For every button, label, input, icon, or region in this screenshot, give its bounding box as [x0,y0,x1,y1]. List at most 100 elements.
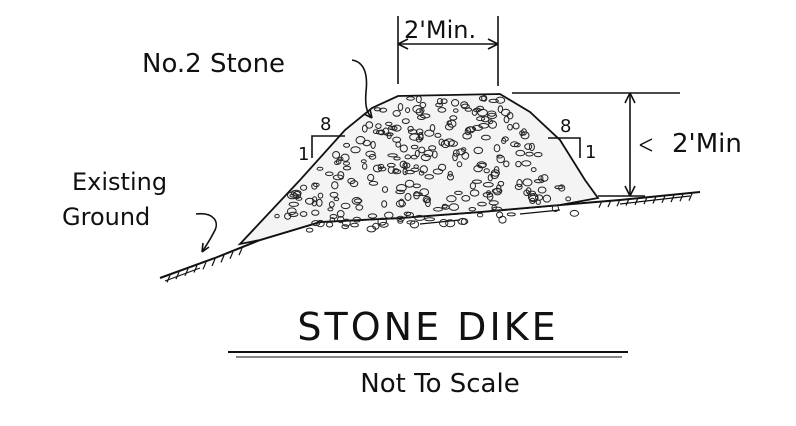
right-slope-run: 8 [560,116,571,137]
stone-mark [477,108,488,117]
stone-mark [387,153,398,158]
stone-mark [423,197,431,203]
stone-mark [410,154,418,160]
stone-mark [311,220,321,227]
stone-mark [340,202,351,210]
stone-mark [533,152,543,158]
left-slope-rise: 1 [298,144,309,165]
ground-hatch-mark [229,251,234,260]
stone-mark [377,166,387,172]
ground-hatch-mark [607,199,612,208]
stone-mark [401,118,410,124]
stone-mark [565,196,572,202]
stone-mark [362,163,368,170]
stone-mark [329,191,339,198]
stone-mark [316,198,323,207]
stone-mark [477,201,487,207]
stone-mark [486,112,498,120]
ground-hatch-mark [238,247,243,256]
top-width-label: 2'Min. [404,16,476,44]
stone-mark [316,166,324,171]
stone-mark [447,171,453,177]
stone-mark [392,124,402,132]
stone-mark [375,123,382,129]
stone-mark [337,216,345,224]
stone-mark [287,191,298,200]
stone-mark [390,125,398,131]
material-label: No.2 Stone [142,49,285,79]
stone-mark [378,129,386,136]
stone-mark [522,178,533,187]
ground-hatch-mark [193,265,198,273]
stone-mark [515,160,522,168]
stone-texture [274,95,580,233]
stone-mark [403,162,411,169]
stone-mark [274,213,280,219]
stone-mark [501,136,509,142]
height-label: 2'Min [672,129,742,159]
stone-mark [493,144,501,153]
stone-mark [558,184,566,192]
stone-mark [461,151,470,160]
right-slope-indicator [548,137,581,158]
stone-mark [496,184,502,193]
stone-mark [527,193,539,202]
stone-mark [439,219,449,228]
stone-mark [329,217,335,223]
stone-mark [488,98,499,104]
stone-mark [290,189,302,197]
stone-mark [424,129,435,137]
right-slope-rise: 1 [585,142,596,163]
stone-mark [404,154,412,160]
stone-mark [316,219,325,228]
stone-mark [535,199,541,205]
stone-mark [377,163,385,170]
stone-mark [423,149,434,158]
stone-mark [350,222,359,228]
stone-mark [530,167,537,173]
stone-mark [447,140,458,147]
stone-mark [384,211,394,219]
stone-mark [328,201,335,208]
stone-mark [476,212,484,218]
stone-mark [434,132,442,138]
stone-mark [379,107,388,113]
ground-hatch-mark [670,194,675,203]
stone-mark [478,95,487,102]
stone-mark [403,211,412,217]
drawing-subtitle: Not To Scale [360,369,519,399]
stone-mark [355,136,366,145]
stone-mark [472,179,482,184]
stone-mark [471,108,478,116]
stone-mark [495,96,506,104]
stone-mark [512,122,520,130]
height-dimension [512,92,680,197]
stone-mark [441,203,448,209]
stone-mark [405,107,411,113]
stone-mark [350,146,361,154]
stone-mark [334,160,340,165]
stone-mark [365,121,374,129]
stone-mark [305,227,314,233]
stone-mark [436,98,443,105]
stone-mark [355,204,364,211]
stone-mark [417,132,424,140]
stone-mark [353,198,363,204]
stone-mark [503,115,510,124]
stone-mark [295,196,303,201]
stone-mark [415,95,422,104]
stone-mark [351,197,362,205]
stone-mark [402,162,408,170]
stone-mark [326,221,334,228]
stone-mark [300,184,308,191]
stone-mark [540,174,549,182]
ground-hatch-mark [166,275,171,283]
drawing-title: STONE DIKE [297,305,558,349]
stone-mark [417,114,426,121]
stone-mark [533,179,545,184]
stone-mark [288,211,299,217]
stone-mark [433,207,443,212]
stone-mark [488,120,498,129]
stone-mark [367,173,375,182]
stone-mark [392,169,402,175]
